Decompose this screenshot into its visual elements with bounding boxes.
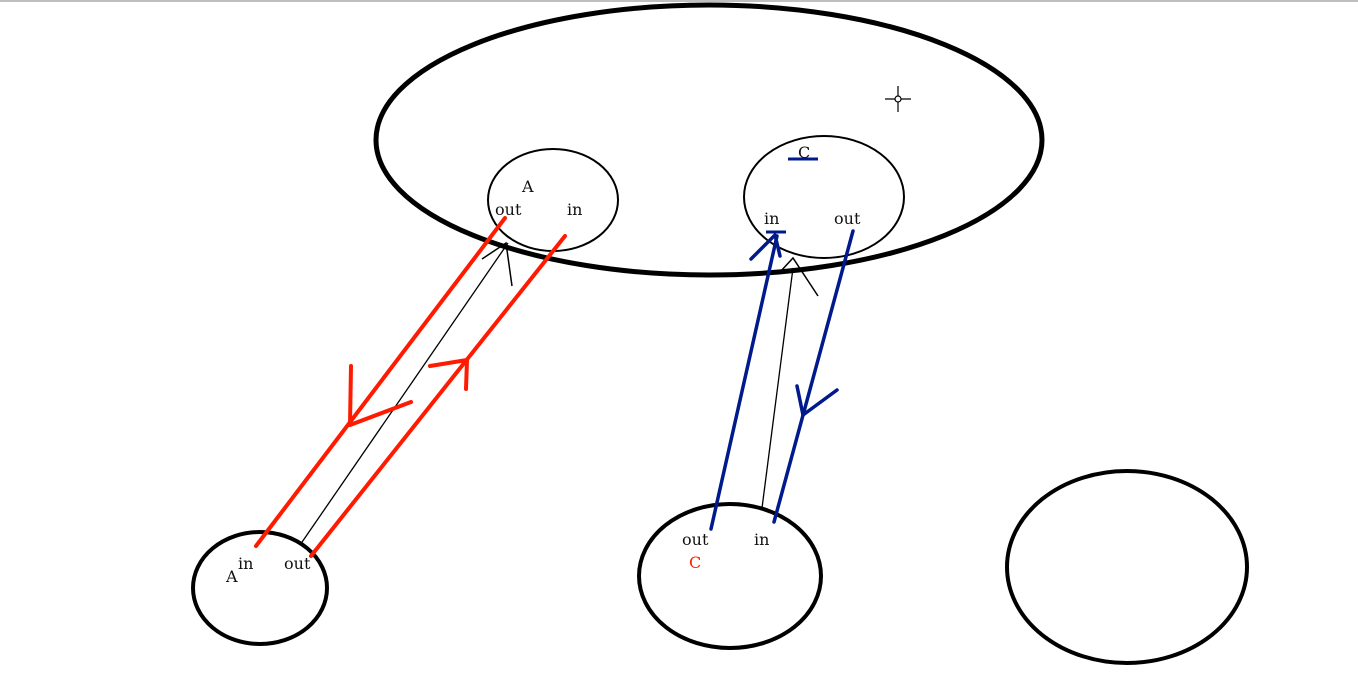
red-path-out-to-in xyxy=(254,216,507,548)
bottom-mid-node-label: C xyxy=(689,553,701,572)
bottom-left-in-label: in xyxy=(238,554,253,573)
bottom-left-node-label: A xyxy=(225,567,238,586)
red-arrowhead-down xyxy=(348,364,413,427)
black-connector-right xyxy=(761,267,794,509)
top-left-node-label: A xyxy=(521,177,534,196)
bottom-mid-out-label: out xyxy=(682,530,709,549)
top-left-out-label: out xyxy=(495,200,522,219)
bottom-middle-circle xyxy=(637,502,823,650)
red-path-in-to-out xyxy=(309,234,567,558)
black-connector-left xyxy=(299,242,509,546)
black-connector-left-arrowhead xyxy=(481,241,513,287)
bottom-right-circle xyxy=(1005,469,1249,665)
red-arrowhead-up xyxy=(428,358,469,391)
bottom-left-out-label: out xyxy=(284,554,311,573)
top-right-out-label: out xyxy=(834,209,861,228)
bottom-left-circle xyxy=(191,530,329,646)
blue-path-in-to-out xyxy=(772,229,855,524)
blue-path-out-to-in xyxy=(709,234,779,531)
top-right-node-label: C xyxy=(798,143,810,162)
inner-circle-c xyxy=(743,135,905,259)
crosshair-cursor-icon xyxy=(885,86,911,112)
black-connector-right-arrowhead xyxy=(779,256,819,297)
top-left-in-label: in xyxy=(567,200,582,219)
top-right-in-label: in xyxy=(764,209,779,228)
large-ellipse xyxy=(373,2,1045,278)
bottom-mid-in-label: in xyxy=(754,530,769,549)
blue-arrowhead-down xyxy=(795,384,839,417)
blue-arrowhead-up xyxy=(749,233,782,261)
